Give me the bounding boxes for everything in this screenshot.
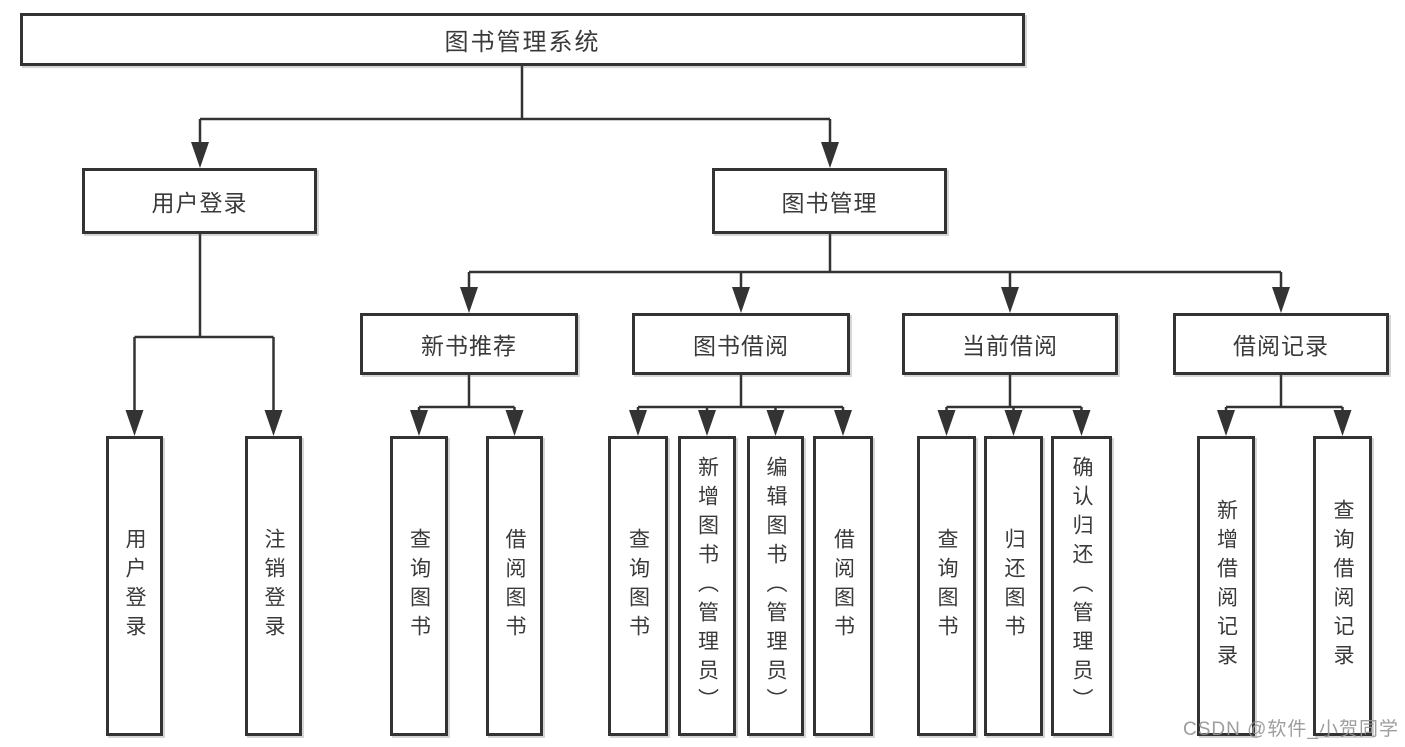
node-user-login-group-label: 用户登录 (151, 190, 248, 216)
leaf-confirm-return-admin-label: 确认归还（管理员） (1070, 455, 1093, 717)
leaf-query-books-recommend-label: 查询图书 (407, 528, 431, 644)
leaf-borrow-books: 借阅图书 (813, 436, 873, 736)
leaf-query-books-current: 查询图书 (917, 436, 976, 736)
leaf-query-borrow-record-label: 查询借阅记录 (1331, 499, 1354, 673)
leaf-return-books: 归还图书 (984, 436, 1043, 736)
leaf-add-borrow-record: 新增借阅记录 (1197, 436, 1255, 736)
node-book-borrowing: 图书借阅 (632, 313, 850, 375)
csdn-watermark: CSDN @软件_小贺同学 (1183, 719, 1399, 740)
leaf-add-borrow-record-label: 新增借阅记录 (1214, 499, 1238, 673)
leaf-user-login: 用户登录 (106, 436, 163, 736)
node-user-login-group: 用户登录 (82, 168, 317, 234)
leaf-query-books-current-label: 查询图书 (935, 528, 958, 644)
node-book-borrowing-label: 图书借阅 (693, 333, 789, 359)
leaf-logout-label: 注销登录 (262, 528, 285, 644)
leaf-borrow-books-recommend: 借阅图书 (486, 436, 543, 736)
leaf-return-books-label: 归还图书 (1002, 528, 1025, 644)
node-current-borrowing-label: 当前借阅 (962, 333, 1058, 359)
leaf-borrow-books-label: 借阅图书 (831, 528, 855, 644)
leaf-add-books-admin-label: 新增图书（管理员） (695, 455, 719, 717)
leaf-edit-books-admin: 编辑图书（管理员） (747, 436, 804, 736)
node-borrowing-records: 借阅记录 (1173, 313, 1389, 375)
node-root: 图书管理系统 (20, 13, 1025, 66)
leaf-query-borrow-record: 查询借阅记录 (1313, 436, 1372, 736)
leaf-logout: 注销登录 (245, 436, 302, 736)
leaf-query-books-borrow: 查询图书 (608, 436, 668, 736)
node-current-borrowing: 当前借阅 (902, 313, 1118, 375)
leaf-user-login-label: 用户登录 (123, 528, 146, 644)
node-borrowing-records-label: 借阅记录 (1233, 333, 1329, 359)
node-new-book-recommend-label: 新书推荐 (421, 333, 517, 359)
leaf-add-books-admin: 新增图书（管理员） (678, 436, 736, 736)
node-new-book-recommend: 新书推荐 (360, 313, 578, 375)
leaf-confirm-return-admin: 确认归还（管理员） (1051, 436, 1112, 736)
node-root-label: 图书管理系统 (444, 29, 601, 56)
leaf-query-books-borrow-label: 查询图书 (626, 528, 650, 644)
node-book-management: 图书管理 (712, 168, 947, 234)
leaf-query-books-recommend: 查询图书 (390, 436, 448, 736)
node-book-management-label: 图书管理 (781, 190, 878, 216)
leaf-edit-books-admin-label: 编辑图书（管理员） (764, 455, 787, 717)
leaf-borrow-books-recommend-label: 借阅图书 (503, 528, 526, 644)
